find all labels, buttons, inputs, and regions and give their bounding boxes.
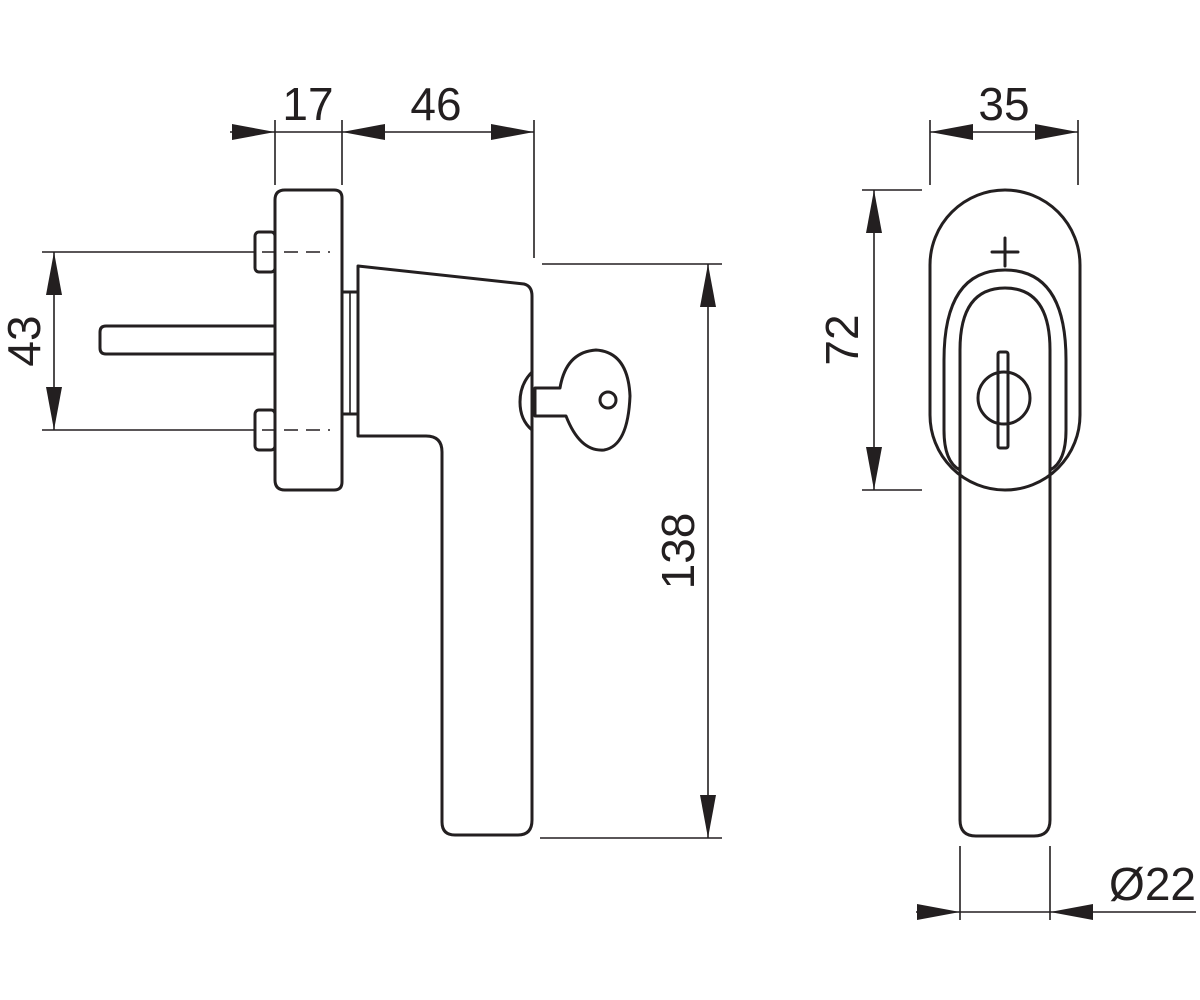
side-view: 17 46 43 138 xyxy=(0,78,722,839)
arrow-72-top xyxy=(866,190,882,233)
rose-plate xyxy=(273,188,344,492)
key-cylinder xyxy=(518,370,534,432)
front-view: 35 72 Ø22 xyxy=(816,78,1196,920)
arrow-46-right xyxy=(491,124,534,140)
dim-label-43: 43 xyxy=(0,315,50,366)
dim-label-35: 35 xyxy=(978,78,1029,130)
front-handle-lever xyxy=(958,286,1052,838)
lock-keyway xyxy=(996,350,1010,450)
dim-label-46: 46 xyxy=(410,78,461,130)
front-rose xyxy=(928,188,1082,492)
handle-lever-body xyxy=(356,264,534,837)
arrow-35-right xyxy=(1035,124,1078,140)
dim-label-17: 17 xyxy=(282,78,333,130)
arrow-138-bottom xyxy=(700,795,716,838)
arrow-22-right xyxy=(1050,904,1093,920)
key-icon xyxy=(533,348,632,452)
lock-cylinder xyxy=(976,370,1032,426)
arrow-43-top xyxy=(46,252,62,295)
dim-label-72: 72 xyxy=(816,314,868,365)
arrow-17-left xyxy=(232,124,275,140)
arrow-138-top xyxy=(700,264,716,307)
key-hole xyxy=(598,390,618,410)
front-collar xyxy=(942,268,1068,472)
arrow-43-bottom xyxy=(46,387,62,430)
front-collar-left xyxy=(942,358,962,472)
spindle xyxy=(98,324,277,356)
dim-label-22: Ø22 xyxy=(1109,858,1196,910)
arrow-35-left xyxy=(930,124,973,140)
dim-label-138: 138 xyxy=(652,513,704,590)
arrow-46-left xyxy=(342,124,385,140)
arrow-72-bottom xyxy=(866,447,882,490)
arrow-22-left xyxy=(917,904,960,920)
